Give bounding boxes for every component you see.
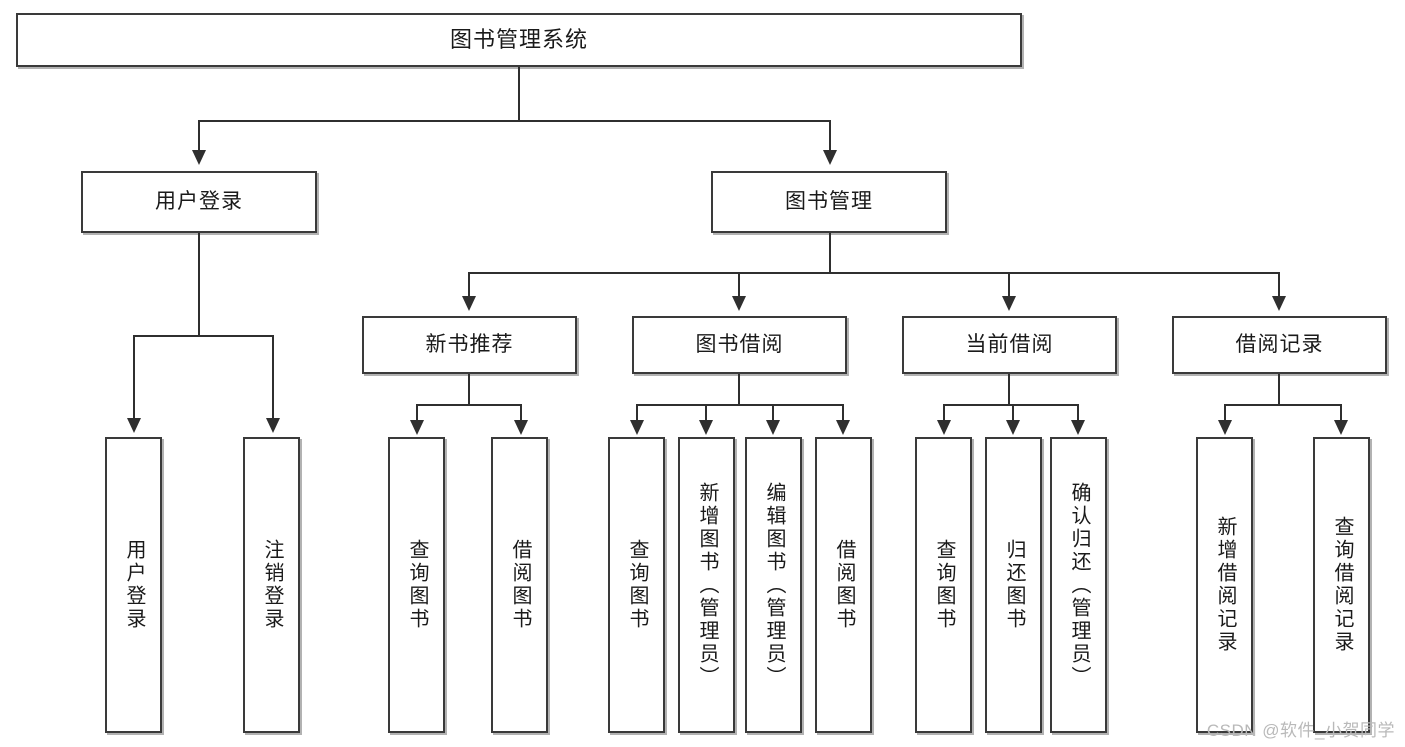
arrowhead-cb-leaf-2 (1006, 420, 1020, 435)
connector-br-child-1 (1224, 404, 1226, 422)
arrowhead-new-book (462, 296, 476, 311)
arrowhead-bb-leaf-1 (630, 420, 644, 435)
node-book-borrow[interactable]: 图书借阅 (632, 316, 847, 374)
node-book-management[interactable]: 图书管理 (711, 171, 947, 233)
connector-bb-child-2 (705, 404, 707, 422)
connector-new-book-stem (468, 374, 470, 406)
watermark-text: CSDN @软件_小贺同学 (1206, 721, 1395, 740)
leaf-label: 确认归还（管理员） (1068, 481, 1090, 689)
node-label: 用户登录 (155, 189, 243, 213)
connector-new-book-child-2 (520, 404, 522, 422)
connector-bb-child-4 (842, 404, 844, 422)
node-label: 图书管理 (785, 189, 873, 213)
leaf-label: 查询借阅记录 (1331, 516, 1353, 654)
connector-cb-child-3 (1077, 404, 1079, 422)
arrowhead-user-login (192, 150, 206, 165)
leaf-user-login[interactable]: 用户登录 (105, 437, 162, 733)
arrowhead-cb-leaf-3 (1071, 420, 1085, 435)
node-label: 新书推荐 (425, 332, 514, 356)
leaf-logout[interactable]: 注销登录 (243, 437, 300, 733)
node-user-login[interactable]: 用户登录 (81, 171, 317, 233)
node-label: 图书管理系统 (449, 27, 588, 53)
connector-cb-child-1 (943, 404, 945, 422)
arrowhead-leaf-user-login (127, 418, 141, 433)
node-new-book-recommend[interactable]: 新书推荐 (362, 316, 577, 374)
node-root-system[interactable]: 图书管理系统 (16, 13, 1022, 67)
connector-user-login-stem (198, 233, 200, 337)
arrowhead-book-borrow (732, 296, 746, 311)
connector-bb-child-1 (636, 404, 638, 422)
arrowhead-nb-leaf-2 (514, 420, 528, 435)
connector-user-login-child-1 (133, 335, 135, 420)
node-label: 当前借阅 (965, 332, 1054, 356)
arrowhead-borrow-record (1272, 296, 1286, 311)
leaf-add-book-admin[interactable]: 新增图书（管理员） (678, 437, 735, 733)
connector-borrow-record-stem (1278, 374, 1280, 406)
leaf-borrow-book[interactable]: 借阅图书 (815, 437, 872, 733)
arrowhead-leaf-logout (266, 418, 280, 433)
connector-cb-child-2 (1012, 404, 1014, 422)
connector-to-borrow-record (1278, 272, 1280, 298)
leaf-label: 借阅图书 (833, 539, 855, 631)
leaf-query-book-current[interactable]: 查询图书 (915, 437, 972, 733)
leaf-edit-book-admin[interactable]: 编辑图书（管理员） (745, 437, 802, 733)
connector-current-borrow-bus (943, 404, 1079, 406)
arrowhead-bb-leaf-4 (836, 420, 850, 435)
arrowhead-br-leaf-2 (1334, 420, 1348, 435)
leaf-add-borrow-record[interactable]: 新增借阅记录 (1196, 437, 1253, 733)
leaf-label: 新增图书（管理员） (696, 481, 718, 689)
arrowhead-book-manage (823, 150, 837, 165)
leaf-query-book-recommend[interactable]: 查询图书 (388, 437, 445, 733)
arrowhead-br-leaf-1 (1218, 420, 1232, 435)
leaf-query-book-borrow[interactable]: 查询图书 (608, 437, 665, 733)
leaf-label: 新增借阅记录 (1214, 516, 1236, 654)
leaf-label: 归还图书 (1003, 539, 1025, 631)
leaf-borrow-book-recommend[interactable]: 借阅图书 (491, 437, 548, 733)
leaf-label: 查询图书 (406, 539, 428, 631)
leaf-confirm-return-admin[interactable]: 确认归还（管理员） (1050, 437, 1107, 733)
leaf-label: 查询图书 (933, 539, 955, 631)
connector-root-stem (518, 67, 520, 122)
connector-br-child-2 (1340, 404, 1342, 422)
arrowhead-bb-leaf-2 (699, 420, 713, 435)
leaf-return-book[interactable]: 归还图书 (985, 437, 1042, 733)
node-current-borrow[interactable]: 当前借阅 (902, 316, 1117, 374)
leaf-label: 注销登录 (261, 539, 283, 631)
node-borrow-record[interactable]: 借阅记录 (1172, 316, 1387, 374)
leaf-label: 查询图书 (626, 539, 648, 631)
connector-to-book-borrow (738, 272, 740, 298)
connector-to-new-book (468, 272, 470, 298)
connector-to-user-login (198, 120, 200, 152)
connector-to-current-borrow (1008, 272, 1010, 298)
connector-to-book-manage (829, 120, 831, 152)
arrowhead-cb-leaf-1 (937, 420, 951, 435)
leaf-label: 借阅图书 (509, 539, 531, 631)
leaf-query-borrow-record[interactable]: 查询借阅记录 (1313, 437, 1370, 733)
leaf-label: 编辑图书（管理员） (763, 481, 785, 689)
connector-level3-bus (468, 272, 1280, 274)
connector-book-borrow-stem (738, 374, 740, 406)
leaf-label: 用户登录 (123, 539, 145, 631)
connector-new-book-bus (416, 404, 522, 406)
node-label: 借阅记录 (1235, 332, 1324, 356)
connector-new-book-child-1 (416, 404, 418, 422)
connector-bb-child-3 (772, 404, 774, 422)
connector-user-login-child-2 (272, 335, 274, 420)
arrowhead-nb-leaf-1 (410, 420, 424, 435)
connector-current-borrow-stem (1008, 374, 1010, 406)
connector-root-bus (198, 120, 830, 122)
connector-book-borrow-bus (636, 404, 844, 406)
node-label: 图书借阅 (695, 332, 784, 356)
connector-borrow-record-bus (1224, 404, 1342, 406)
connector-user-login-bus (133, 335, 274, 337)
arrowhead-current-borrow (1002, 296, 1016, 311)
arrowhead-bb-leaf-3 (766, 420, 780, 435)
connector-book-manage-stem (829, 233, 831, 274)
